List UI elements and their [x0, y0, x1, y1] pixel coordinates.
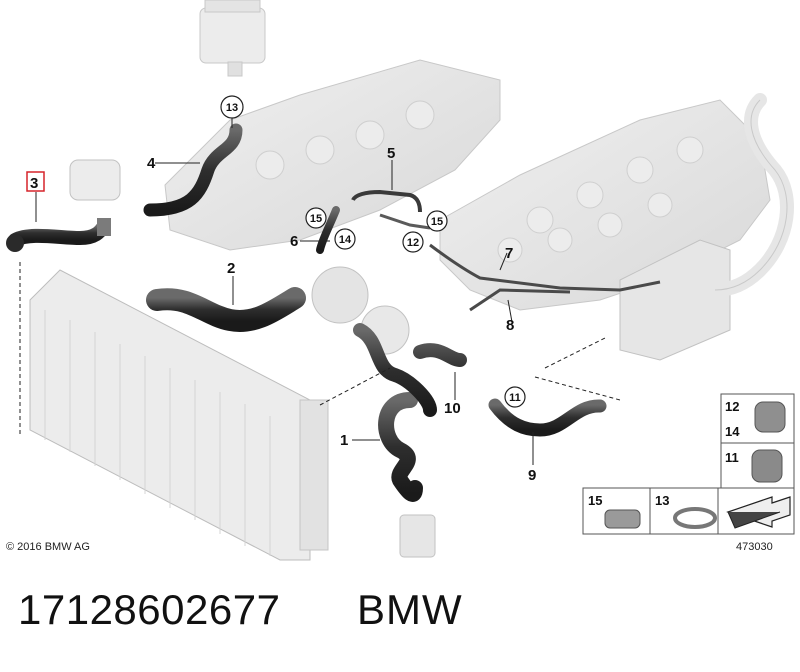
pipe-7-8 — [429, 243, 661, 312]
hose-2 — [146, 287, 306, 332]
legend-panel-12-14[interactable]: 12 14 — [720, 393, 795, 444]
highlight-box — [26, 171, 45, 192]
hose-4 — [143, 123, 243, 217]
legend-panel-11[interactable]: 11 — [720, 442, 795, 489]
clip-12-14-icon — [754, 401, 786, 433]
clamp-15-icon — [604, 509, 641, 529]
circled-12[interactable]: 12 — [402, 231, 424, 253]
hose-6 — [316, 206, 340, 254]
callout-7[interactable]: 7 — [505, 245, 513, 262]
leader-lines — [19, 262, 621, 435]
svg-text:14: 14 — [339, 234, 352, 246]
legend-panel-13[interactable]: 13 — [649, 487, 719, 535]
circled-13[interactable]: 13 — [220, 95, 244, 119]
hose-10 — [353, 323, 467, 417]
expansion-tank — [199, 0, 266, 77]
legend-panel-arrow[interactable] — [717, 487, 795, 535]
callout-4[interactable]: 4 — [147, 155, 156, 172]
hose-5 — [351, 189, 422, 213]
svg-text:15: 15 — [310, 213, 322, 225]
svg-text:15: 15 — [431, 216, 443, 228]
callout-2[interactable]: 2 — [227, 260, 235, 277]
hose-1 — [378, 392, 423, 502]
circled-14[interactable]: 14 — [334, 228, 356, 250]
circled-11[interactable]: 11 — [504, 386, 526, 408]
callout-1[interactable]: 1 — [340, 432, 348, 449]
svg-text:11: 11 — [509, 392, 521, 404]
circled-15a[interactable]: 15 — [305, 207, 327, 229]
svg-text:12: 12 — [407, 237, 419, 249]
circled-15b[interactable]: 15 — [426, 210, 448, 232]
radiator — [29, 269, 329, 561]
part-number: 17128602677 — [18, 586, 281, 633]
callout-5[interactable]: 5 — [387, 145, 395, 162]
svg-text:13: 13 — [226, 102, 238, 114]
legend-panel-15[interactable]: 15 — [582, 487, 651, 535]
right-reservoir — [619, 239, 731, 361]
copyright-text: © 2016 BMW AG — [6, 541, 90, 553]
callout-10[interactable]: 10 — [444, 400, 461, 417]
svg-text:13: 13 — [655, 493, 669, 508]
bottom-fitting — [399, 514, 436, 558]
callout-6[interactable]: 6 — [290, 233, 298, 250]
svg-text:11: 11 — [725, 450, 739, 465]
callout-3[interactable]: 3 — [30, 175, 38, 192]
hose-3 — [8, 219, 111, 247]
callout-lines — [35, 118, 534, 465]
svg-text:12: 12 — [725, 399, 739, 414]
callout-8[interactable]: 8 — [506, 317, 514, 334]
brand-name: BMW — [357, 586, 463, 633]
diagram-number: 473030 — [736, 541, 773, 553]
hose-clamp-13-icon — [673, 507, 717, 529]
hose-9 — [488, 398, 607, 437]
clip-11-icon — [751, 449, 783, 483]
turbocharger — [311, 266, 410, 355]
electric-water-pump — [69, 159, 121, 201]
svg-text:15: 15 — [588, 493, 602, 508]
callout-9[interactable]: 9 — [528, 467, 536, 484]
svg-text:14: 14 — [725, 424, 740, 439]
